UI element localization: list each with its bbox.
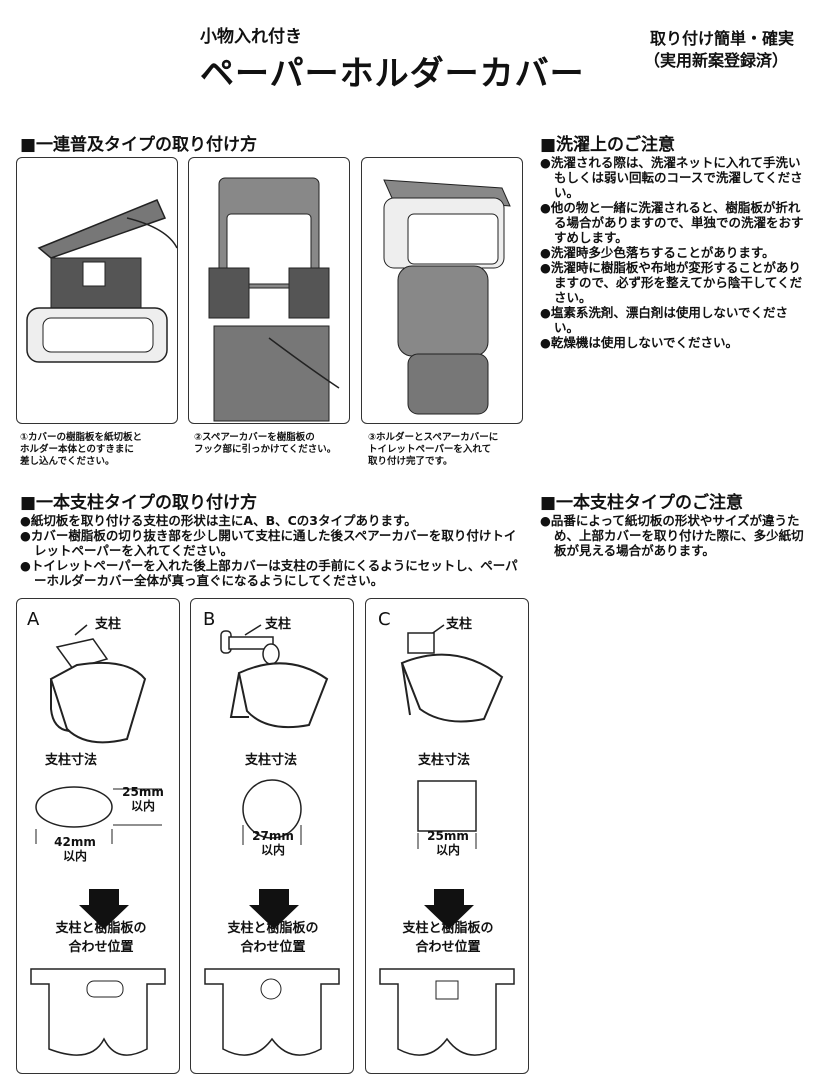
step-3-illustration: [361, 157, 523, 424]
pillar-dimension-title: 支柱寸法: [245, 753, 298, 768]
type-letter: C: [378, 609, 391, 630]
washing-note: ●洗濯時に樹脂板や布地が変形することがありますので、必ず形を整えてから陰干してく…: [540, 260, 803, 305]
washing-note: ●他の物と一緒に洗濯されると、樹脂板が折れる場合がありますので、単独での洗濯をお…: [540, 200, 804, 245]
single-pillar-instructions: ●紙切板を取り付ける支柱の形状は主にA、B、Cの3タイプあります。 ●カバー樹脂…: [20, 513, 520, 588]
instruction-item: ●紙切板を取り付ける支柱の形状は主にA、B、Cの3タイプあります。: [20, 513, 417, 528]
dimension-width: 42mm 以内: [54, 835, 96, 863]
type-b-holder-drawing: [204, 624, 340, 1056]
pillar-label: 支柱: [446, 617, 473, 632]
washing-note: ●洗濯される際は、洗濯ネットに入れて手洗いもしくは弱い回転のコースで洗濯してくだ…: [540, 155, 803, 200]
step-1-caption: ①カバーの樹脂板を紙切板と ホルダー本体とのすきまに 差し込んでください。: [20, 432, 143, 467]
alignment-label: 支柱と樹脂板の 合わせ位置: [55, 921, 147, 955]
type-a-holder-drawing: [30, 624, 166, 1056]
feature-line-1: 取り付け簡単・確実: [650, 29, 795, 48]
pillar-label: 支柱: [95, 617, 122, 632]
step-2-caption: ②スペアーカバーを樹脂板の フック部に引っかけてください。: [194, 432, 337, 455]
dimension-diameter: 27mm 以内: [252, 829, 294, 857]
completed-installation-illustration: [383, 179, 511, 415]
spare-cover-hook-illustration: [208, 177, 340, 422]
washing-notes-list: ●洗濯される際は、洗濯ネットに入れて手洗いもしくは弱い回転のコースで洗濯してくだ…: [540, 155, 810, 350]
feature-line-2: （実用新案登録済）: [644, 51, 789, 70]
alignment-label: 支柱と樹脂板の 合わせ位置: [227, 921, 319, 955]
type-letter: B: [203, 609, 216, 630]
step-1-illustration: [16, 157, 178, 424]
pillar-dimension-title: 支柱寸法: [45, 753, 98, 768]
dimension-depth: 25mm 以内: [122, 785, 164, 813]
single-pillar-notes-heading: ■一本支柱タイプのご注意: [540, 493, 744, 513]
washing-heading: ■洗濯上のご注意: [540, 135, 676, 155]
instruction-item: ●トイレットペーパーを入れた後上部カバーは支柱の手前にくるようにセットし、ペーパ…: [20, 558, 518, 588]
washing-note: ●塩素系洗剤、漂白剤は使用しないでください。: [540, 305, 789, 335]
pillar-dimension-title: 支柱寸法: [418, 753, 471, 768]
step-2-illustration: [188, 157, 350, 424]
main-title: ペーパーホルダーカバー: [200, 54, 585, 94]
type-a-panel: A 支柱 支柱寸法 25mm 以内 42mm 以内 支柱と樹脂板の 合わせ位置: [16, 598, 180, 1074]
step-3-caption: ③ホルダーとスペアーカバーに トイレットペーパーを入れて 取り付け完了です。: [368, 432, 499, 467]
single-pillar-note: ●品番によって紙切板の形状やサイズが違うため、上部カバーを取り付けた際に、多少紙…: [540, 513, 804, 558]
standard-type-heading: ■一連普及タイプの取り付け方: [20, 135, 258, 155]
type-letter: A: [27, 609, 40, 630]
washing-note: ●洗濯時多少色落ちすることがあります。: [540, 245, 775, 260]
washing-note: ●乾燥機は使用しないでください。: [540, 335, 739, 350]
type-c-holder-drawing: [379, 624, 515, 1056]
single-pillar-notes-list: ●品番によって紙切板の形状やサイズが違うため、上部カバーを取り付けた際に、多少紙…: [540, 513, 810, 558]
type-b-panel: B 支柱 支柱寸法 27mm 以内 支柱と樹脂板の 合わせ位置: [190, 598, 354, 1074]
holder-cover-insert-illustration: [26, 199, 178, 363]
alignment-label: 支柱と樹脂板の 合わせ位置: [402, 921, 494, 955]
pillar-label: 支柱: [265, 617, 292, 632]
instruction-item: ●カバー樹脂板の切り抜き部を少し開いて支柱に通した後スペアーカバーを取り付けトイ…: [20, 528, 517, 558]
type-c-panel: C 支柱 支柱寸法 25mm 以内 支柱と樹脂板の 合わせ位置: [365, 598, 529, 1074]
single-pillar-heading: ■一本支柱タイプの取り付け方: [20, 493, 258, 513]
subtitle: 小物入れ付き: [200, 27, 302, 47]
dimension-width: 25mm 以内: [427, 829, 469, 857]
